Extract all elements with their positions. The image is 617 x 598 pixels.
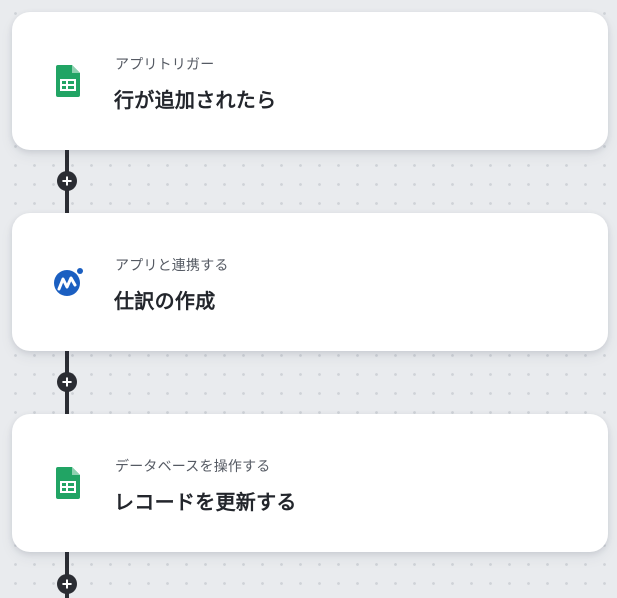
plus-icon: [62, 579, 72, 589]
step-title: 仕訳の作成: [114, 289, 216, 313]
step-card-trigger[interactable]: アプリトリガー 行が追加されたら: [12, 12, 608, 150]
add-step-button[interactable]: [57, 171, 77, 191]
plus-icon: [62, 377, 72, 387]
add-step-button[interactable]: [57, 574, 77, 594]
add-step-button[interactable]: [57, 372, 77, 392]
step-category-label: データベースを操作する: [115, 459, 271, 475]
step-card-app-integration[interactable]: アプリと連携する 仕訳の作成: [12, 213, 608, 351]
plus-icon: [62, 176, 72, 186]
step-title: レコードを更新する: [114, 490, 297, 514]
money-forward-icon: [50, 264, 86, 300]
step-card-database-operation[interactable]: データベースを操作する レコードを更新する: [12, 414, 608, 552]
step-category-label: アプリトリガー: [115, 57, 215, 73]
google-sheets-icon: [50, 465, 86, 501]
step-category-label: アプリと連携する: [115, 258, 229, 274]
google-sheets-icon: [50, 63, 86, 99]
step-title: 行が追加されたら: [114, 88, 277, 112]
